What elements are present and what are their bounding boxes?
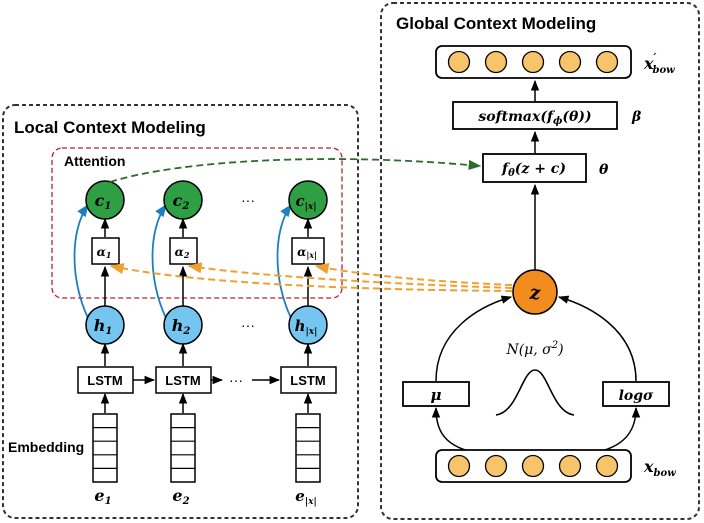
hidden-node-hx bbox=[288, 305, 328, 345]
lstm-chain-ellipsis: ··· bbox=[229, 372, 243, 388]
logsigma-label: logσ bbox=[619, 388, 654, 404]
hx-label: h|x| bbox=[295, 317, 318, 337]
global-context-panel bbox=[380, 2, 700, 520]
dash-orange-z-to-alpha1 bbox=[109, 263, 513, 292]
dash-green-c-to-ftheta bbox=[109, 158, 482, 183]
skip-curve-h1-to-c1 bbox=[73, 203, 89, 319]
lstmx-label: LSTM bbox=[290, 373, 325, 388]
arc-mu-to-z bbox=[435, 295, 513, 382]
alpha1-label: α1 bbox=[97, 245, 112, 260]
lstm-box-x bbox=[280, 366, 337, 394]
embedding-stack-2 bbox=[170, 413, 196, 483]
lstm-box-1 bbox=[77, 366, 134, 394]
arc-xbow-to-logsigma bbox=[596, 406, 641, 453]
lstm-box-2 bbox=[155, 366, 212, 394]
lstm2-label: LSTM bbox=[165, 373, 200, 388]
arc-logsigma-to-z bbox=[557, 295, 637, 382]
embedding-label: Embedding bbox=[8, 439, 84, 455]
alpha-box-x bbox=[291, 237, 325, 265]
mu-box bbox=[402, 381, 470, 407]
ftheta-box bbox=[482, 153, 587, 183]
embedding-stack-x bbox=[295, 413, 321, 483]
dash-orange-z-to-alpha2 bbox=[187, 262, 513, 289]
local-column-x: c|x| α|x| h|x| LSTM e|x| bbox=[276, 180, 337, 507]
cx-label: c|x| bbox=[295, 192, 316, 212]
context-node-cx bbox=[288, 180, 328, 220]
alpha-box-2 bbox=[169, 237, 198, 265]
h1-label: h1 bbox=[94, 316, 113, 337]
theta-label: θ bbox=[599, 162, 609, 178]
logsigma-box bbox=[602, 381, 670, 407]
c2-label: c2 bbox=[173, 191, 190, 212]
xbow-input-units bbox=[447, 454, 619, 478]
softmax-box bbox=[452, 101, 618, 130]
embedding-stack-1 bbox=[92, 413, 118, 483]
beta-label: β bbox=[631, 109, 642, 125]
h2-label: h2 bbox=[172, 316, 191, 337]
skip-curve-hx-to-cx bbox=[276, 203, 292, 319]
z-label: z bbox=[529, 282, 542, 304]
ellipsis-h: ··· bbox=[241, 317, 255, 333]
mu-label: μ bbox=[431, 386, 442, 404]
xbow-prime-label: x′bow bbox=[643, 51, 675, 76]
latent-node-z bbox=[512, 269, 558, 315]
hidden-node-h1 bbox=[85, 305, 125, 345]
gaussian-curve bbox=[495, 369, 575, 416]
lstm1-label: LSTM bbox=[87, 373, 122, 388]
normal-dist-label: N(μ, σ2) bbox=[505, 340, 563, 358]
context-node-c2 bbox=[163, 180, 203, 220]
arc-xbow-to-mu bbox=[431, 406, 474, 453]
local-column-2: c2 α2 h2 LSTM e2 bbox=[151, 180, 212, 507]
ftheta-label: fθ(z + c) bbox=[501, 161, 566, 179]
xbow-input-label: xbow bbox=[643, 457, 676, 479]
alpha-box-1 bbox=[91, 237, 120, 265]
e1-label: e1 bbox=[94, 486, 111, 507]
context-node-c1 bbox=[85, 180, 125, 220]
c1-label: c1 bbox=[95, 191, 112, 212]
alpha2-label: α2 bbox=[175, 245, 190, 260]
global-panel-title: Global Context Modeling bbox=[396, 14, 596, 33]
softmax-label: softmax(fϕ(θ)) bbox=[478, 109, 591, 127]
hidden-node-h2 bbox=[163, 305, 203, 345]
attention-region bbox=[51, 147, 343, 299]
dash-orange-z-to-alphax bbox=[314, 263, 513, 286]
xbow-prime-units bbox=[447, 50, 619, 74]
local-panel-title: Local Context Modeling bbox=[14, 118, 206, 137]
ellipsis-c: ··· bbox=[241, 192, 255, 208]
alphax-label: α|x| bbox=[297, 245, 317, 260]
ex-label: e|x| bbox=[295, 487, 316, 507]
e2-label: e2 bbox=[172, 486, 189, 507]
skip-curve-h2-to-c2 bbox=[151, 203, 167, 319]
attention-label: Attention bbox=[64, 153, 125, 169]
local-column-1: c1 α1 h1 LSTM e1 bbox=[73, 180, 134, 507]
